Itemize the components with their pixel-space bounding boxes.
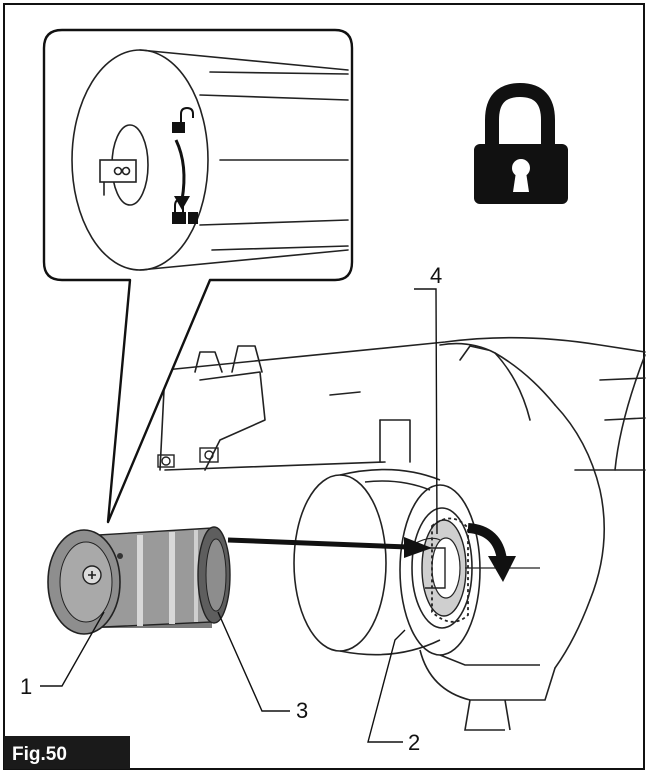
figure-label-box (4, 736, 130, 769)
callout-1: 1 (20, 674, 32, 699)
dust-case-mount (293, 468, 556, 731)
leader-lines (40, 288, 438, 743)
figure-border (3, 3, 645, 770)
callout-4: 4 (430, 263, 442, 288)
callout-3: 3 (296, 698, 308, 723)
padlock-locked-icon (474, 82, 568, 204)
locking-ring (411, 507, 473, 629)
housing-latch (157, 447, 219, 468)
filter-cylinder (47, 526, 231, 635)
tool-housing (159, 336, 646, 669)
unlock-icon (172, 106, 194, 133)
rotation-arrow (467, 523, 516, 582)
callout-2: 2 (408, 730, 420, 755)
figure-label: Fig.50 (12, 744, 67, 765)
lock-icon (172, 198, 198, 224)
insert-arrow (227, 537, 432, 558)
ring-teeth (431, 517, 469, 623)
